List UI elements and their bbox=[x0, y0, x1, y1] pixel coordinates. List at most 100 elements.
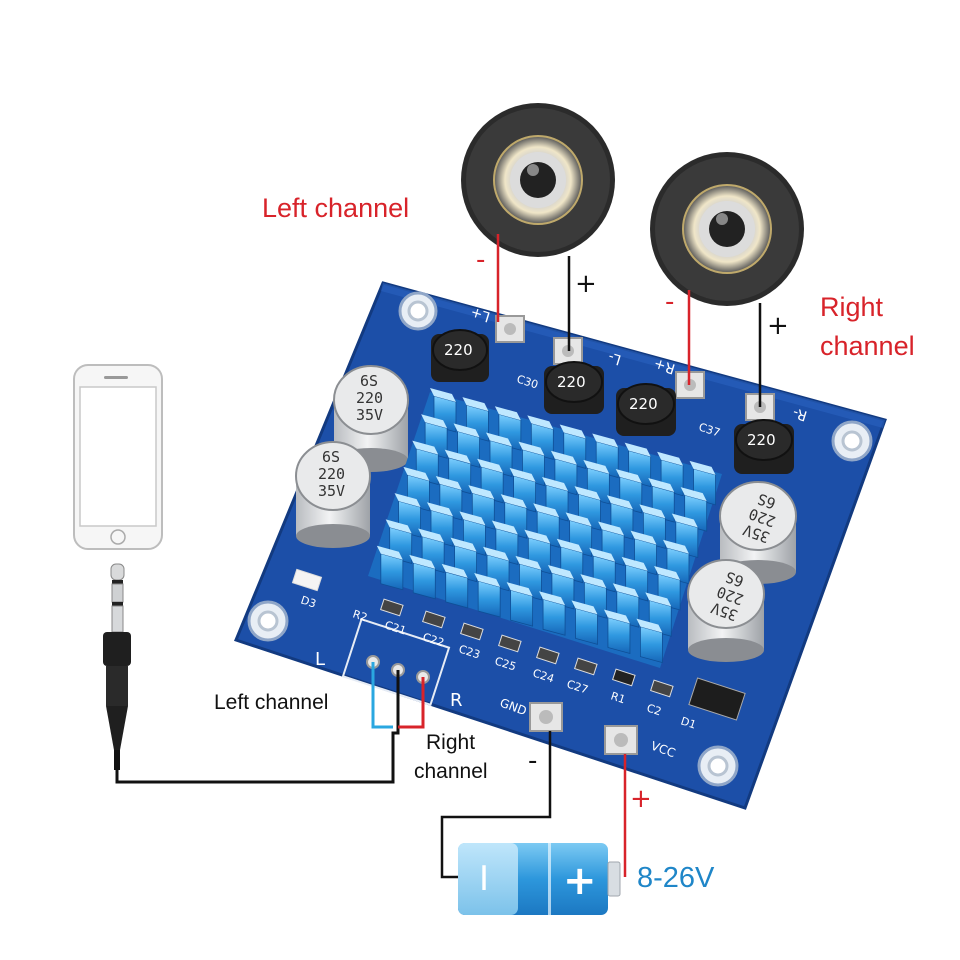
right-channel-input-label-line2: channel bbox=[414, 760, 488, 783]
power-plus-sign: + bbox=[630, 784, 652, 814]
heatsink-fin-top bbox=[547, 564, 574, 579]
ref-c24: C24 bbox=[531, 666, 556, 685]
left-speaker-plus-sign: + bbox=[575, 269, 597, 299]
left-speaker-minus-sign: - bbox=[476, 245, 486, 275]
svg-text:6S: 6S bbox=[322, 448, 340, 466]
heatsink-fin-top bbox=[426, 502, 453, 517]
heatsink-fin bbox=[607, 616, 631, 655]
heatsink-fin-top bbox=[598, 521, 625, 536]
heatsink-fin-top bbox=[483, 546, 510, 561]
heatsink-fin bbox=[380, 553, 404, 591]
svg-text:220: 220 bbox=[444, 341, 473, 359]
heatsink-fin-top bbox=[621, 556, 648, 571]
heatsink-fin-top bbox=[385, 519, 412, 534]
heatsink-fin-top bbox=[429, 387, 456, 402]
heatsink-fin-top bbox=[524, 529, 551, 544]
heatsink-fin-top bbox=[645, 592, 672, 607]
heatsink-fin-top bbox=[486, 432, 513, 447]
heatsink-fin-top bbox=[606, 495, 633, 510]
battery-plus-symbol: + bbox=[563, 858, 597, 904]
heatsink-fin-top bbox=[565, 512, 592, 527]
heatsink-fin-top bbox=[636, 618, 663, 633]
heatsink-fin-top bbox=[474, 573, 501, 588]
svg-text:220: 220 bbox=[629, 395, 658, 413]
mounting-holes bbox=[247, 291, 873, 787]
right-channel-input-label-line1: Right bbox=[426, 731, 476, 754]
heatsink-fin-top bbox=[556, 538, 583, 553]
speaker-icon bbox=[461, 103, 615, 257]
heatsink-fin-top bbox=[506, 582, 533, 597]
heatsink-fin-top bbox=[580, 574, 607, 589]
right-speaker-minus-sign: - bbox=[665, 287, 675, 317]
heatsink-fin-top bbox=[550, 450, 577, 465]
svg-text:6S: 6S bbox=[360, 372, 378, 390]
heatsink-fin-top bbox=[657, 451, 684, 466]
heatsink-fin-top bbox=[571, 600, 598, 615]
ref-c27: C27 bbox=[565, 677, 590, 696]
ref-c23: C23 bbox=[457, 642, 482, 661]
heatsink-fin-top bbox=[418, 528, 445, 543]
heatsink-fin bbox=[510, 589, 534, 627]
heatsink-fin-top bbox=[583, 459, 610, 474]
heatsink-fin bbox=[575, 607, 598, 645]
heatsink-fin-top bbox=[559, 424, 586, 439]
speaker-icon bbox=[650, 152, 804, 306]
heatsink-fin-top bbox=[409, 554, 436, 569]
heatsink-fin-top bbox=[603, 609, 630, 624]
heatsink-fin-top bbox=[376, 545, 403, 560]
heatsink-fin bbox=[412, 562, 436, 600]
voltage-range-label: 8-26V bbox=[637, 862, 715, 894]
heatsink-fin-top bbox=[453, 423, 480, 438]
capacitor: 6S 220 35V bbox=[295, 441, 371, 548]
heatsink-fin-top bbox=[639, 504, 666, 519]
heatsink-fin bbox=[477, 580, 501, 618]
left-channel-input-label: Left channel bbox=[214, 691, 329, 714]
ref-c22: C22 bbox=[421, 630, 446, 649]
heatsink-fin-top bbox=[515, 555, 542, 570]
svg-text:35V: 35V bbox=[356, 406, 383, 424]
heatsink-fin-top bbox=[671, 513, 698, 528]
heatsink-fin-top bbox=[462, 397, 489, 412]
heatsink-fin-top bbox=[494, 406, 521, 421]
smd-component-row bbox=[291, 568, 746, 721]
heatsink-fin-top bbox=[574, 486, 601, 501]
smartphone-icon bbox=[73, 364, 163, 550]
heatsink-fin bbox=[542, 598, 566, 636]
heatsink-fin-top bbox=[421, 414, 448, 429]
right-channel-speaker-label-line1: Right bbox=[820, 292, 884, 322]
heatsink-fin-top bbox=[444, 449, 471, 464]
amplifier-board: L+ L- R+ R- GND VCC L R C30 bbox=[233, 281, 887, 810]
heatsink-fin-top bbox=[589, 547, 616, 562]
heatsink-fin-top bbox=[654, 566, 681, 581]
heatsink-fin-top bbox=[662, 539, 689, 554]
svg-text:220: 220 bbox=[356, 389, 383, 407]
svg-text:35V: 35V bbox=[318, 482, 345, 500]
heatsink-fin-top bbox=[509, 467, 536, 482]
ref-c21: C21 bbox=[383, 618, 408, 637]
power-wires bbox=[440, 731, 627, 879]
terminal-label-r-minus: R- bbox=[791, 404, 809, 423]
heatsink-fin-top bbox=[680, 487, 707, 502]
ref-d3: D3 bbox=[299, 593, 318, 610]
capacitor: 6S 220 35V bbox=[333, 365, 409, 472]
input-label-l: L bbox=[315, 649, 325, 670]
left-channel-speaker-label: Left channel bbox=[262, 193, 410, 223]
heatsink-fin-top bbox=[500, 494, 527, 509]
terminal-label-l-minus: L- bbox=[606, 348, 623, 367]
ref-r1: R1 bbox=[609, 689, 627, 706]
heatsink-fin-top bbox=[477, 458, 504, 473]
heatsink-fin-top bbox=[533, 503, 560, 518]
terminal-label-l-plus: L+ bbox=[469, 303, 492, 324]
ref-c37: C37 bbox=[697, 420, 722, 439]
inductor: 220 bbox=[431, 329, 489, 382]
svg-text:220: 220 bbox=[747, 431, 776, 449]
svg-text:220: 220 bbox=[557, 373, 586, 391]
heatsink-fin-top bbox=[542, 477, 569, 492]
capacitor: 35V 220 6S bbox=[687, 559, 765, 662]
inductor: 220 bbox=[734, 419, 794, 474]
ref-c30: C30 bbox=[515, 372, 540, 391]
svg-text:6S: 6S bbox=[723, 567, 746, 590]
heatsink-fin-top bbox=[412, 440, 439, 455]
heatsink bbox=[368, 387, 722, 668]
